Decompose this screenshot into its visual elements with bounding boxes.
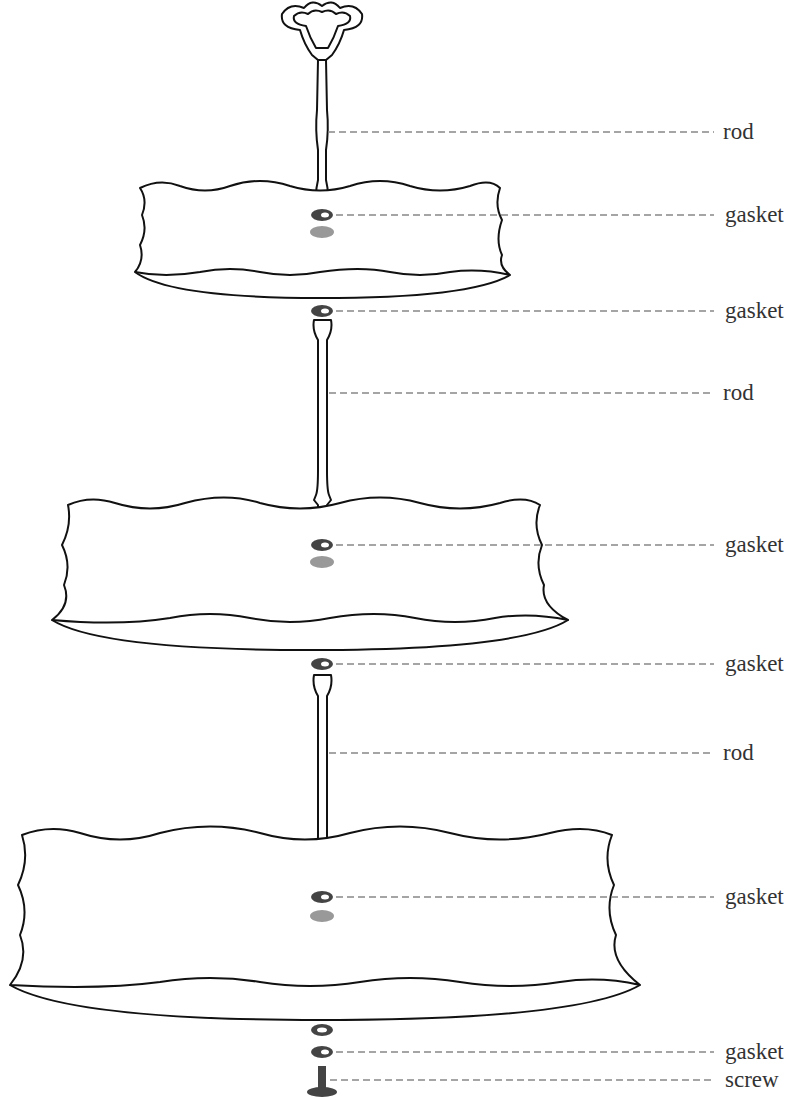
part-label: rod <box>721 120 756 143</box>
tray <box>135 181 510 275</box>
rod <box>314 320 332 530</box>
handle-inner <box>294 10 351 48</box>
part-label: gasket <box>723 299 786 322</box>
part-label: screw <box>723 1068 781 1091</box>
part-label: rod <box>721 381 756 404</box>
handle <box>282 2 362 60</box>
part-label: gasket <box>723 652 786 675</box>
tray-base <box>135 272 510 298</box>
part-label: gasket <box>723 1040 786 1063</box>
tray-base <box>52 620 568 650</box>
part-label: gasket <box>723 203 786 226</box>
tray-base <box>10 985 640 1020</box>
part-label: rod <box>721 741 756 764</box>
leader-lines <box>328 132 714 1080</box>
screw <box>307 1066 337 1097</box>
part-label: gasket <box>723 885 786 908</box>
rod <box>316 60 328 204</box>
tray <box>52 498 568 623</box>
tray <box>10 827 640 987</box>
gaskets <box>310 209 334 1058</box>
part-label: gasket <box>723 533 786 556</box>
